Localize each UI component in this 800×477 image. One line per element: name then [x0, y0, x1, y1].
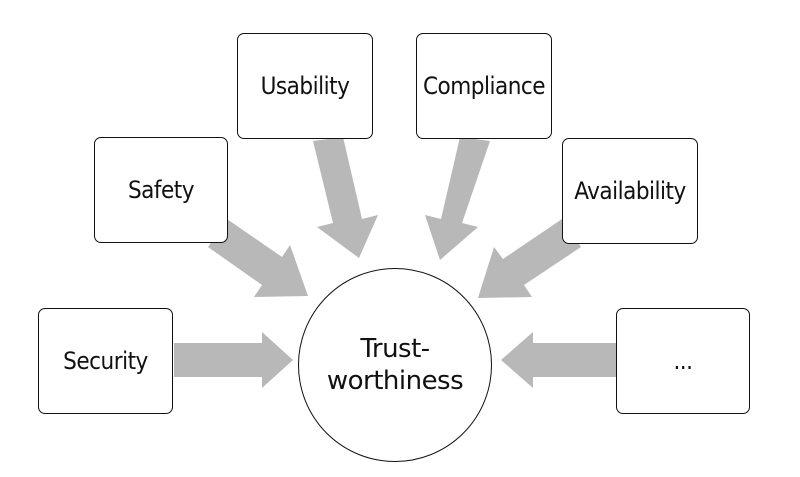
- compliance-label: Compliance: [422, 72, 546, 100]
- arrow-safety: [208, 219, 308, 297]
- security-box: Security: [38, 308, 173, 414]
- arrow-compliance: [425, 137, 490, 260]
- arrow-availability: [478, 219, 581, 298]
- arrow-more: [501, 332, 616, 388]
- center-label-line2: worthiness: [326, 366, 464, 396]
- compliance-box: Compliance: [416, 33, 552, 139]
- center-label-line1: Trust-: [360, 333, 430, 364]
- arrow-security: [174, 332, 293, 388]
- security-label: Security: [63, 347, 148, 375]
- safety-box: Safety: [94, 137, 228, 243]
- availability-box: Availability: [562, 138, 698, 244]
- more-box: ...: [616, 308, 750, 414]
- arrow-usability: [313, 137, 378, 258]
- availability-label: Availability: [574, 177, 686, 205]
- usability-box: Usability: [237, 33, 373, 139]
- more-label: ...: [673, 347, 693, 375]
- trustworthiness-circle: Trust- worthiness: [298, 268, 492, 462]
- usability-label: Usability: [260, 72, 350, 100]
- safety-label: Safety: [127, 176, 195, 204]
